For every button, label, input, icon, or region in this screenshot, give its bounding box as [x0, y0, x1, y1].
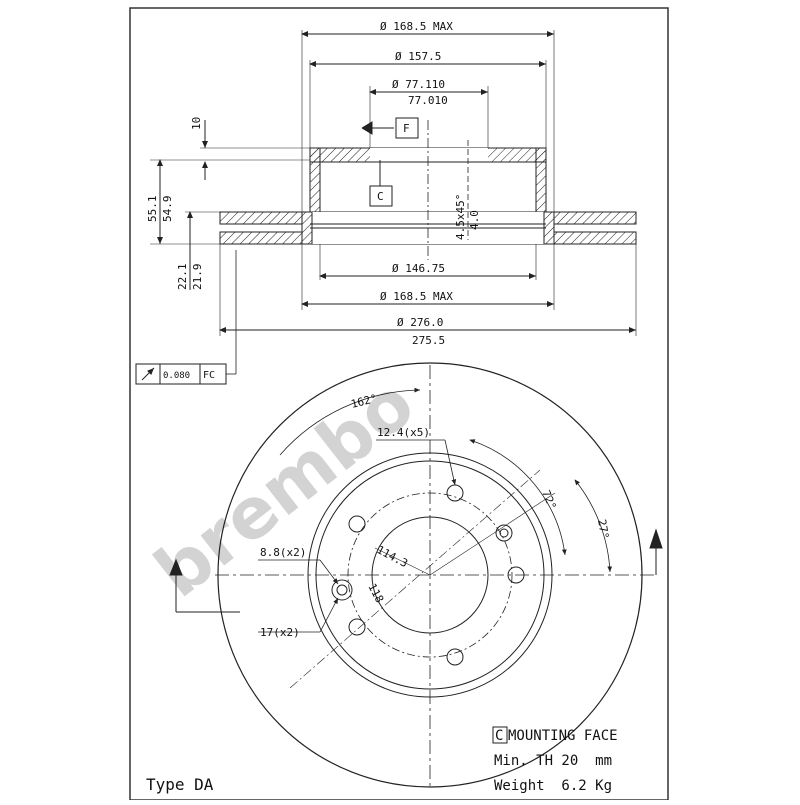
weight-note: Weight 6.2 Kg: [494, 778, 612, 794]
dim-height-min: 54.9: [161, 196, 174, 223]
dim-thickness-max: 22.1: [176, 264, 189, 291]
type-label: Type DA: [146, 775, 214, 794]
dim-bore-max: Ø 77.110: [392, 78, 445, 91]
brembo-watermark: brembo: [140, 362, 429, 613]
notes-block: C MOUNTING FACE Min. TH 20 mm Weight 6.2…: [492, 726, 618, 794]
min-thickness-note: Min. TH 20 mm: [494, 753, 612, 769]
runout-tolerance-frame: 0.080 FC: [135, 363, 227, 385]
datum-c-box: [369, 185, 393, 207]
angle-27: 27°: [595, 518, 611, 540]
pin-hole-label: 8.8(x2): [260, 546, 306, 559]
bolt-hole-label: 12.4(x5): [377, 426, 430, 439]
dim-hat-thickness: 10: [190, 117, 203, 130]
dim-thickness-min: 21.9: [191, 264, 204, 291]
dim-bore-min: 77.010: [408, 94, 448, 107]
tolerance-datum: FC: [203, 370, 215, 381]
pin-diameter-label: 17(x2): [260, 626, 300, 639]
dim-inner-ring: Ø 146.75: [392, 262, 445, 275]
datum-f-box: [395, 117, 419, 139]
dim-chamfer-depth: 4.0: [468, 210, 481, 230]
dim-height-max: 55.1: [146, 196, 159, 223]
dim-disc-od-min: 275.5: [412, 334, 445, 347]
mounting-face-symbol: C: [495, 728, 503, 744]
front-view: [169, 362, 663, 790]
angle-162: 162°: [350, 392, 379, 411]
dim-od-max-top: Ø 168.5 MAX: [380, 20, 453, 33]
dim-od-max-bottom: Ø 168.5 MAX: [380, 290, 453, 303]
dim-disc-od-max: Ø 276.0: [397, 316, 443, 329]
tolerance-value: 0.080: [163, 371, 190, 381]
svg-text:brembo: brembo: [140, 362, 429, 613]
mounting-face-symbol-box: [492, 726, 508, 744]
dim-hat-od: Ø 157.5: [395, 50, 441, 63]
mounting-face-text: MOUNTING FACE: [508, 728, 618, 744]
pcd-label: 114.3: [375, 543, 410, 570]
side-view-dimensions: Ø 168.5 MAX Ø 157.5 Ø 77.110 77.010 Ø 14…: [135, 20, 481, 385]
datum-f-label: F: [403, 122, 410, 135]
angle-72: 72°: [539, 488, 558, 511]
datum-c-label: C: [377, 190, 384, 203]
dim-chamfer: 4.5x45°: [454, 194, 467, 240]
center-label: 118: [365, 581, 386, 605]
side-section-view: [150, 30, 637, 375]
